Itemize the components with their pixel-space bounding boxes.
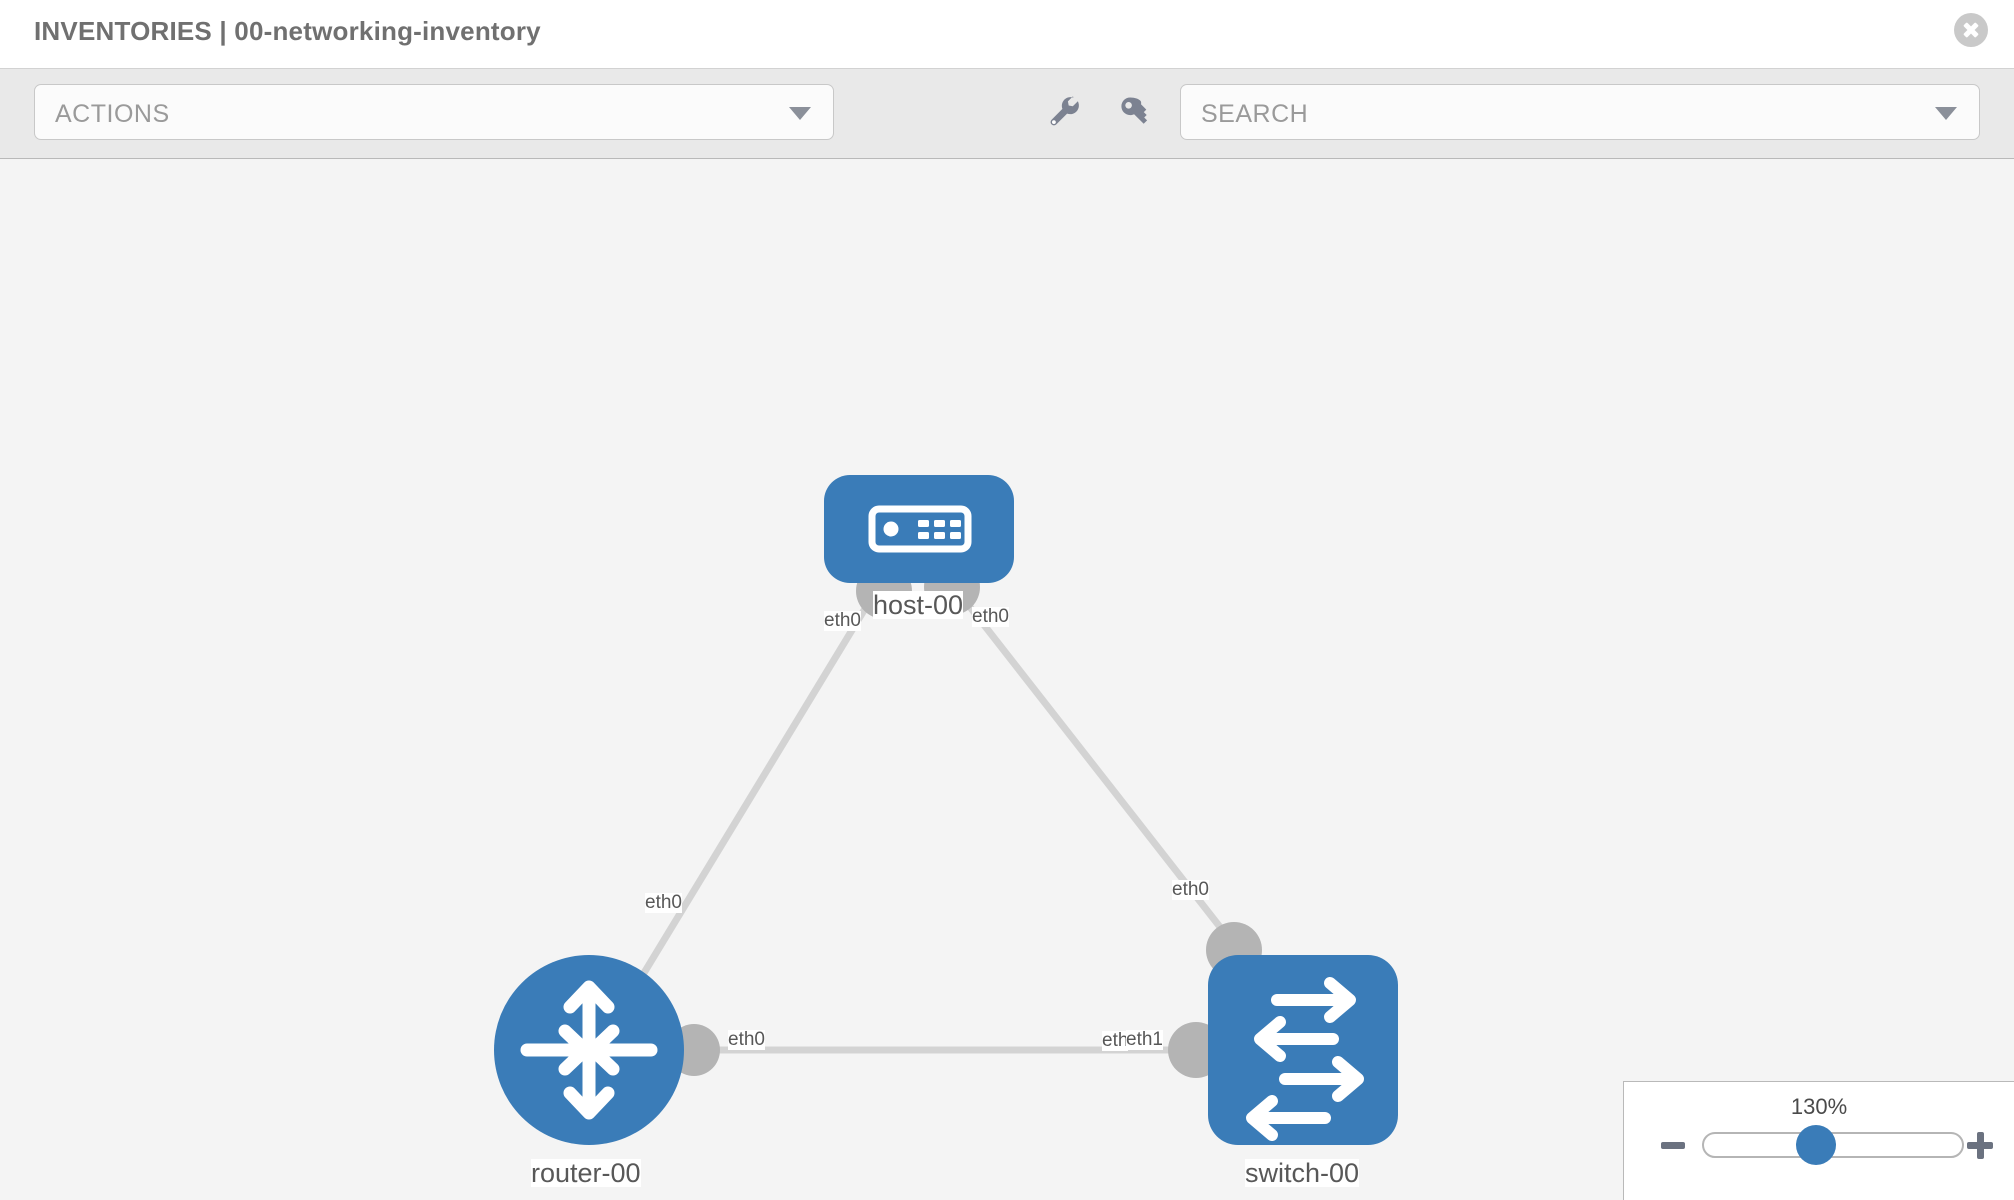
edge-label: eth0 xyxy=(972,606,1009,627)
zoom-slider-thumb[interactable] xyxy=(1796,1125,1836,1165)
topology-graph xyxy=(494,475,1398,1145)
edge-label: eth0 xyxy=(645,892,682,913)
server-icon xyxy=(868,505,972,553)
actions-dropdown-label: ACTIONS xyxy=(55,100,170,128)
node-host-00 xyxy=(824,475,1014,583)
edge-label: eth xyxy=(1102,1030,1129,1051)
zoom-out-button[interactable] xyxy=(1658,1130,1688,1160)
node-label-router-00: router-00 xyxy=(531,1158,641,1188)
topology-canvas[interactable]: host-00 router-00 switch-00 eth0 eth0 et… xyxy=(0,159,2014,1200)
node-switch-00 xyxy=(1208,955,1398,1145)
edge-label: eth1 xyxy=(1126,1029,1163,1050)
edge-host-router xyxy=(607,582,883,1031)
chevron-down-icon xyxy=(1935,107,1957,120)
node-label-switch-00: switch-00 xyxy=(1245,1158,1360,1188)
switch-arrows-icon xyxy=(1246,977,1364,1141)
edge-label: eth0 xyxy=(1172,879,1209,900)
connector-group xyxy=(668,559,1262,1078)
edge-host-switch xyxy=(949,581,1248,962)
zoom-panel: 130% xyxy=(1623,1081,2014,1200)
zoom-level-value: 130% xyxy=(1790,1094,1848,1119)
page-header: INVENTORIES | 00-networking-inventory xyxy=(0,0,2014,68)
page-title: INVENTORIES | 00-networking-inventory xyxy=(34,16,541,46)
search-placeholder: SEARCH xyxy=(1201,100,1309,128)
toolbar: ACTIONS SEARCH xyxy=(0,68,2014,159)
node-label-host-00: host-00 xyxy=(873,590,964,620)
zoom-in-button[interactable] xyxy=(1964,1130,1994,1160)
chevron-down-icon xyxy=(789,107,811,120)
actions-dropdown[interactable]: ACTIONS xyxy=(34,84,834,140)
edge-label: eth0 xyxy=(728,1029,765,1050)
router-arrows-icon xyxy=(520,980,658,1120)
close-icon[interactable] xyxy=(1954,13,1988,47)
node-router-00 xyxy=(494,955,684,1145)
search-input[interactable]: SEARCH xyxy=(1180,84,1980,140)
node-host-00-body xyxy=(824,475,1014,583)
edge-label: eth0 xyxy=(824,610,861,631)
key-icon[interactable] xyxy=(1113,91,1155,133)
edge-group xyxy=(607,581,1248,1054)
wrench-icon[interactable] xyxy=(1043,91,1085,133)
